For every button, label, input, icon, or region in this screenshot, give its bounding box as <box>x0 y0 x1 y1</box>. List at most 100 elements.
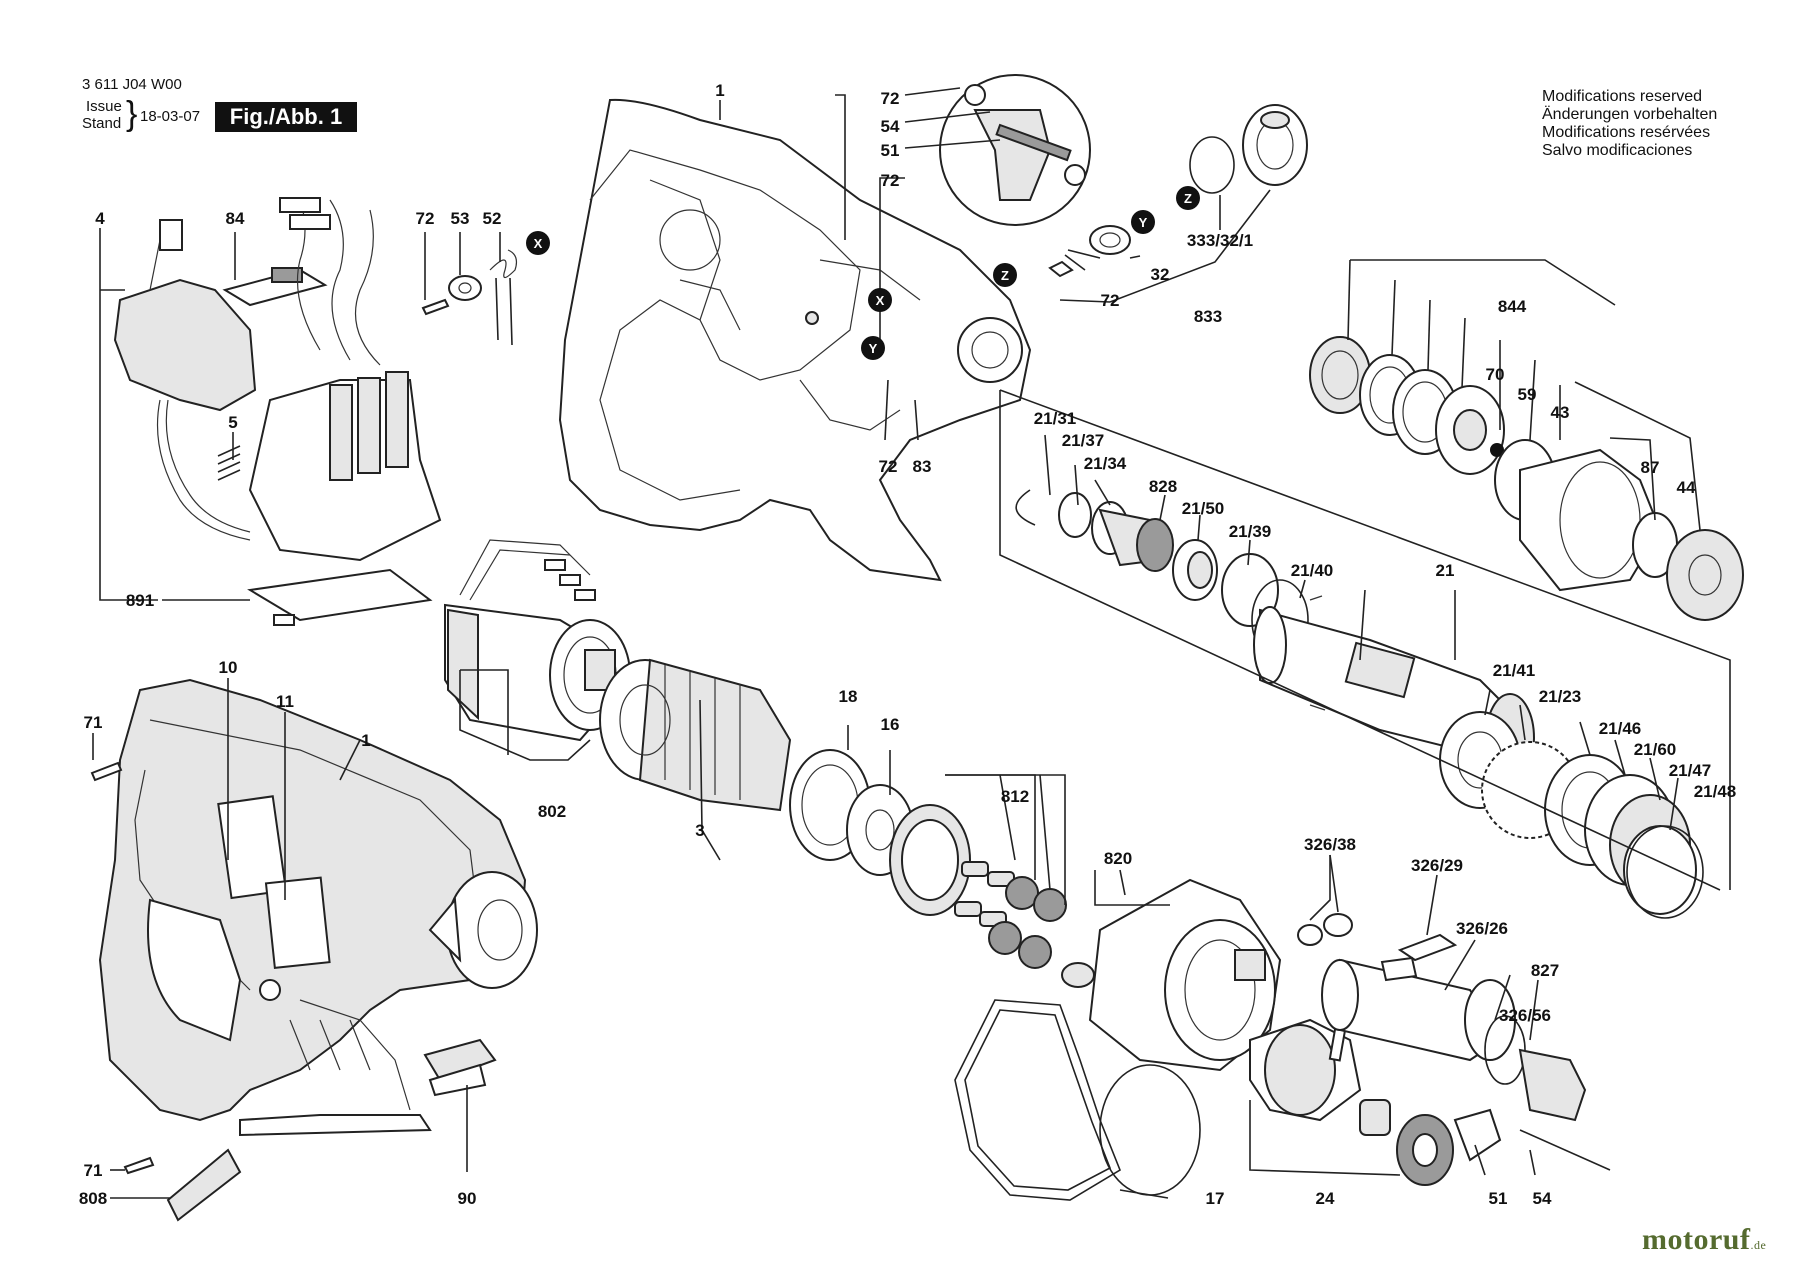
issue-date: 18-03-07 <box>140 108 201 125</box>
part-label: 21/34 <box>1084 454 1127 473</box>
part-label: 333/32/1 <box>1187 231 1253 250</box>
seal-rings-illustration <box>1048 104 1308 278</box>
note-fr: Modifications resérvées <box>1542 124 1711 141</box>
part-label: 21/60 <box>1634 740 1677 759</box>
part-label: 844 <box>1498 297 1527 316</box>
housing-assembly-illustration <box>98 678 538 1137</box>
part-label: 72 <box>1101 291 1120 310</box>
marker-y-right: Y <box>1131 210 1155 234</box>
hammer-mechanism-housing-illustration <box>1061 878 1282 1072</box>
note-en: Modifications reserved <box>1542 88 1703 105</box>
part-label: 827 <box>1531 961 1559 980</box>
part-label: 802 <box>538 802 566 821</box>
screw-71-bottom <box>123 1156 155 1175</box>
part-label: 326/56 <box>1499 1006 1551 1025</box>
part-label: 10 <box>219 658 238 677</box>
part-labels: 1 72 54 51 72 4 84 72 53 52 5 891 333/32… <box>79 81 1736 1208</box>
part-label: 43 <box>1551 403 1570 422</box>
marker-x-top: X <box>526 231 550 255</box>
part-label: 51 <box>881 141 900 160</box>
part-label: 4 <box>95 209 105 228</box>
part-label: 54 <box>1533 1189 1552 1208</box>
part-label: 3 <box>695 821 704 840</box>
part-label: 17 <box>1206 1189 1225 1208</box>
stand-label: Stand <box>82 115 122 132</box>
part-label: 21/23 <box>1539 687 1582 706</box>
part-label: 1 <box>361 731 370 750</box>
note-de: Änderungen vorbehalten <box>1542 106 1718 123</box>
marker-z-right: Z <box>1176 186 1200 210</box>
leader-lines <box>92 87 1731 1199</box>
part-label: 812 <box>1001 787 1029 806</box>
battery-contact-90 <box>423 1038 497 1097</box>
switch-module-illustration <box>113 197 442 626</box>
brace: } <box>126 95 138 133</box>
marker-x-letter: X <box>534 236 543 251</box>
spindle-group-illustration <box>1015 489 1704 919</box>
part-label: 21/40 <box>1291 561 1334 580</box>
part-label: 21/31 <box>1034 409 1077 428</box>
marker-x-housing: X <box>868 288 892 312</box>
note-es: Salvo modificaciones <box>1542 142 1693 159</box>
crankshaft-illustration <box>1249 1008 1454 1186</box>
part-label: 59 <box>1518 385 1537 404</box>
part-label: 90 <box>458 1189 477 1208</box>
part-label: 72 <box>416 209 435 228</box>
marker-y-letter: Y <box>1139 215 1148 230</box>
planet-gears-illustration <box>954 861 1067 969</box>
part-label: 18 <box>839 687 858 706</box>
ring-gear-washers-illustration <box>789 749 971 916</box>
part-label: 326/26 <box>1456 919 1508 938</box>
part-label: 21/48 <box>1694 782 1737 801</box>
part-label: 53 <box>451 209 470 228</box>
part-label: 72 <box>879 457 898 476</box>
part-label: 16 <box>881 715 900 734</box>
screw-71-top <box>90 761 123 782</box>
screw-washer-spring-illustration <box>421 249 518 346</box>
part-label: 24 <box>1316 1189 1335 1208</box>
part-label: 21/46 <box>1599 719 1642 738</box>
marker-z-letter: Z <box>1184 191 1192 206</box>
marker-y-letter: Y <box>869 341 878 356</box>
part-label: 891 <box>126 591 154 610</box>
motor-illustration <box>444 539 631 742</box>
part-label: 1 <box>715 81 724 100</box>
tool-holder-rings-illustration <box>1309 336 1744 621</box>
part-label: 21 <box>1436 561 1455 580</box>
gear-housing-illustration <box>599 658 792 812</box>
marker-z-housing: Z <box>993 263 1017 287</box>
part-label: 820 <box>1104 849 1132 868</box>
part-label: 21/47 <box>1669 761 1712 780</box>
selector-fork-detail-illustration <box>939 74 1091 226</box>
issue-label: Issue <box>86 98 122 115</box>
part-label: 83 <box>913 457 932 476</box>
part-label: 5 <box>228 413 237 432</box>
part-label: 833 <box>1194 307 1222 326</box>
part-label: 21/37 <box>1062 431 1105 450</box>
part-label: 84 <box>226 209 245 228</box>
nameplate-808 <box>166 1148 242 1222</box>
part-label: 51 <box>1489 1189 1508 1208</box>
part-label: 70 <box>1486 365 1505 384</box>
part-label: 326/38 <box>1304 835 1356 854</box>
marker-z-letter: Z <box>1001 268 1009 283</box>
logo-text: motoruf <box>1642 1223 1751 1256</box>
figure-label: Fig./Abb. 1 <box>215 102 357 132</box>
part-label: 828 <box>1149 477 1177 496</box>
marker-y-housing: Y <box>861 336 885 360</box>
part-label: 32 <box>1151 265 1170 284</box>
housing-half-illustration <box>558 98 1032 582</box>
part-label: 326/29 <box>1411 856 1463 875</box>
part-label: 54 <box>881 117 900 136</box>
marker-x-letter: X <box>876 293 885 308</box>
modification-notes: Modifications reserved Änderungen vorbeh… <box>1542 88 1717 160</box>
part-label: 72 <box>881 171 900 190</box>
part-label: 21/50 <box>1182 499 1225 518</box>
part-label: 21/39 <box>1229 522 1272 541</box>
part-label: 44 <box>1677 478 1696 497</box>
part-label: 52 <box>483 209 502 228</box>
part-label: 72 <box>881 89 900 108</box>
part-label: 21/41 <box>1493 661 1536 680</box>
part-label: 87 <box>1641 458 1660 477</box>
